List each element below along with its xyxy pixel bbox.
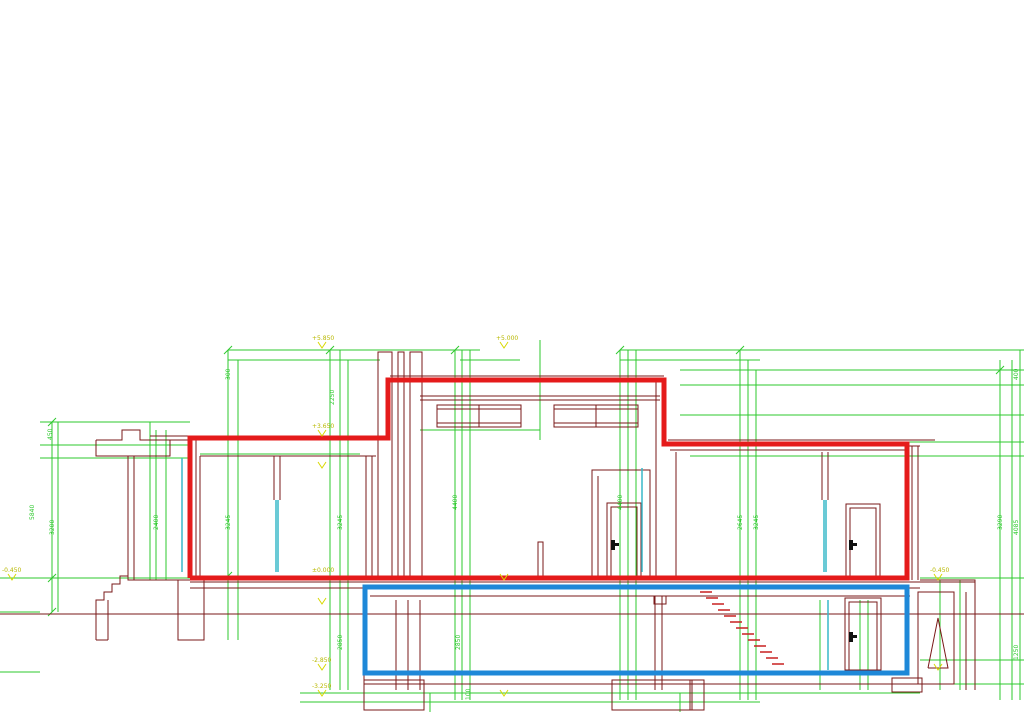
dim-4400-a: 4400 [452, 495, 459, 510]
dim-450: 450 [47, 428, 54, 440]
dimension-lines [0, 340, 1024, 712]
dim-3245-a: 3245 [225, 515, 232, 530]
dim-2850-a: 2850 [337, 635, 344, 650]
level-ground-right: -0.450 [930, 567, 950, 574]
dim-3290: 3290 [997, 515, 1004, 530]
level-text: +5.850 +5.000 +3.650 ±0.000 -0.450 -0.45… [2, 335, 950, 690]
window-glazing [181, 458, 829, 670]
level-basement-floor: -2.850 [312, 657, 332, 664]
level-upper-roof: +5.000 [496, 335, 518, 342]
basement-stair [700, 591, 784, 665]
dim-3200: 3200 [49, 520, 56, 535]
dim-2850-b: 2850 [455, 635, 462, 650]
dim-2250: 2250 [329, 390, 336, 405]
level-marks [7, 341, 943, 697]
level-ground-floor: ±0.000 [312, 567, 334, 574]
dim-4085: 4085 [1013, 520, 1020, 535]
dim-2400: 2400 [153, 515, 160, 530]
level-top-roof: +5.850 [312, 335, 334, 342]
dimension-text: 5840 3200 2400 3245 3245 2250 4400 4400 … [29, 368, 1020, 700]
basement-outline [362, 584, 910, 676]
dim-3245-c: 3245 [753, 515, 760, 530]
dim-400: 400 [1013, 368, 1020, 380]
dim-3245-b: 3245 [337, 515, 344, 530]
door-handles [611, 540, 857, 642]
level-left-ground: -0.450 [2, 567, 22, 574]
dim-100: 100 [465, 688, 472, 700]
dim-2645: 2645 [737, 515, 744, 530]
level-left-roof: +3.650 [312, 423, 334, 430]
dim-1250: 1250 [1013, 645, 1020, 660]
upper-floor-outline [187, 377, 910, 581]
dim-300: 300 [225, 368, 232, 380]
dim-4400-b: 4400 [617, 495, 624, 510]
level-basement-bottom: -3.250 [312, 683, 332, 690]
dim-5840: 5840 [29, 505, 36, 520]
